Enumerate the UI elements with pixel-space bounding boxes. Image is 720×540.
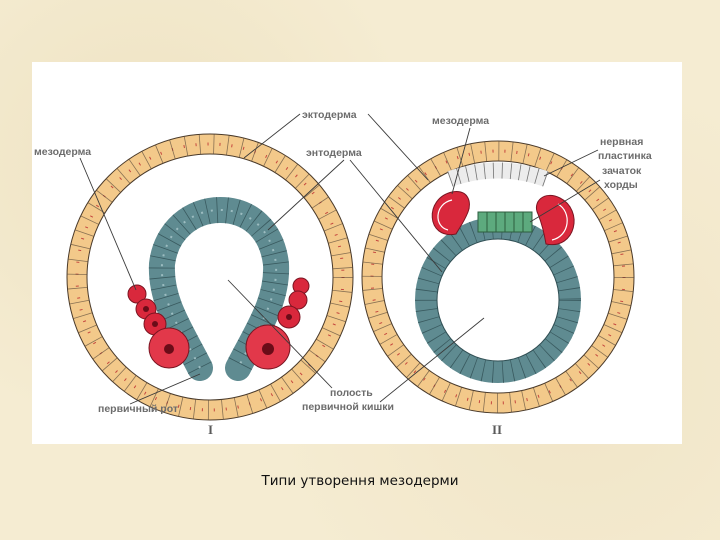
leader-lines [79,113,601,405]
label-gut-cavity-1: полость [330,387,373,399]
label-primary-mouth: первичный рот [98,403,178,415]
left-mesoderm-cells [127,284,190,369]
diagram-svg: эктодерма мезодерма энтодерма первичный … [34,109,652,437]
right-fig-right-mesoderm [536,194,575,245]
figure-one [66,133,354,421]
label-roman-two: II [492,422,502,437]
right-fig-left-mesoderm [431,191,470,236]
label-left-ectoderm: эктодерма [302,109,357,121]
label-notochord-2: хорды [604,179,638,191]
embryo-diagram: эктодерма мезодерма энтодерма первичный … [32,62,682,444]
label-roman-one: I [208,422,213,437]
label-neural-plate-1: нервная [600,136,643,148]
label-gut-cavity-2: первичной кишки [302,401,394,413]
figure-caption: Типи утворення мезодерми [261,473,459,489]
label-inner-ectoderm: энтодерма [306,147,362,159]
neural-plate [447,162,549,187]
label-notochord-1: зачаток [602,165,642,177]
label-neural-plate-2: пластинка [598,150,652,162]
figure-two [361,140,635,414]
right-mesoderm-cells [245,277,310,370]
label-right-mesoderm: мезодерма [432,115,489,127]
label-left-mesoderm: мезодерма [34,146,91,158]
